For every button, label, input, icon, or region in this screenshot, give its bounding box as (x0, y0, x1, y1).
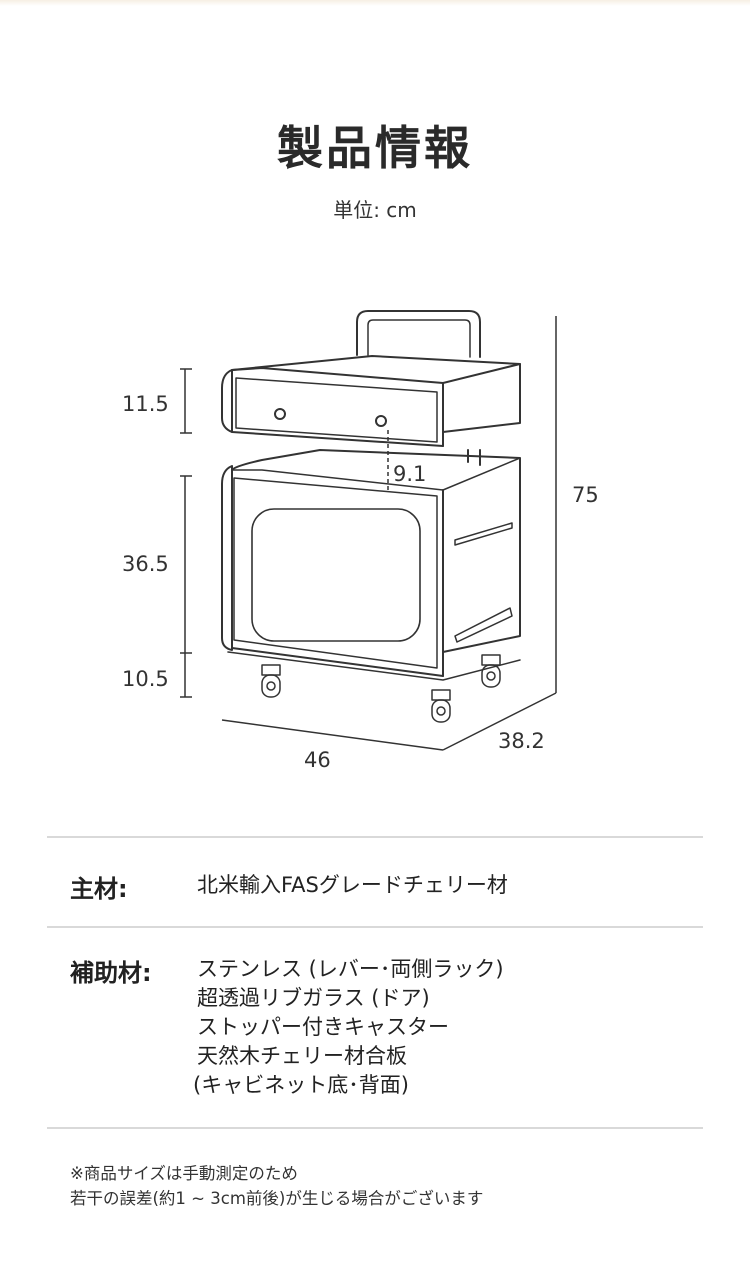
size-note-line: ※商品サイズは手動測定のため (70, 1164, 298, 1183)
unit-label: 単位: cm (333, 198, 417, 222)
handle-bar (356, 310, 481, 358)
side-rack-bottom (454, 607, 513, 643)
dim-drawer-height: 11.5 (122, 392, 169, 416)
cabinet-body (231, 449, 521, 677)
sub-material-list: ステンレス (レバー･両側ラック) 超透過リブガラス (ドア) ストッパー付きキ… (193, 955, 504, 1100)
dim-depth: 38.2 (498, 729, 545, 753)
divider-middle (47, 926, 703, 928)
divider-top (47, 836, 703, 838)
drawer-knob-left (274, 408, 286, 420)
page-title: 製品情報 (277, 121, 473, 175)
product-diagram: 11.5 9.1 36.5 10.5 75 46 38.2 (122, 310, 599, 772)
glass-door (251, 508, 421, 642)
caster-rear-right (481, 654, 501, 688)
side-rack-top (454, 522, 513, 546)
sub-material-line: ステンレス (レバー･両側ラック) (197, 957, 504, 981)
dim-total-height: 75 (572, 483, 599, 507)
main-material-value: 北米輸入FASグレードチェリー材 (197, 873, 508, 897)
drawer-knob-right (375, 415, 387, 427)
dim-gap-height: 9.1 (393, 462, 426, 486)
sub-material-line: 超透過リブガラス (ドア) (197, 986, 430, 1010)
sub-material-line: (キャビネット底･背面) (193, 1073, 409, 1097)
divider-bottom (47, 1127, 703, 1129)
dim-base-height: 10.5 (122, 667, 169, 691)
top-band (0, 0, 750, 6)
dim-width: 46 (304, 748, 331, 772)
sub-material-line: ストッパー付きキャスター (197, 1015, 449, 1039)
size-note-line: 若干の誤差(約1 ~ 3cm前後)が生じる場合がございます (70, 1189, 484, 1208)
caster-front-right (431, 689, 451, 723)
sub-material-label: 補助材: (70, 959, 152, 987)
caster-front-left (261, 664, 281, 698)
main-material-label: 主材: (70, 875, 128, 903)
size-note: ※商品サイズは手動測定のため 若干の誤差(約1 ~ 3cm前後)が生じる場合がご… (70, 1161, 483, 1211)
dim-cabinet-height: 36.5 (122, 552, 169, 576)
drawer-box (231, 355, 521, 447)
sub-material-line: 天然木チェリー材合板 (197, 1044, 407, 1068)
